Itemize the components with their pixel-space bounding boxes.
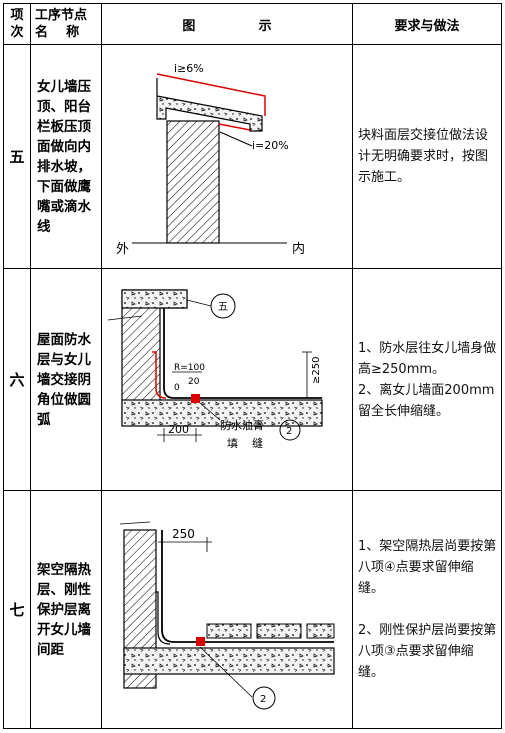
row-name: 屋面防水层与女儿墙交接阴角位做圆弧 xyxy=(30,268,102,491)
distance-label: 250 xyxy=(172,527,195,541)
callout-bottom-label: 2 xyxy=(260,694,266,705)
header-row: 项次 工序节点名 称 图 示 要求与做法 xyxy=(3,3,502,45)
row-index: 六 xyxy=(3,268,31,491)
process-table: 项次 工序节点名 称 图 示 要求与做法 五 女儿墙压顶、阳台栏板压顶面做向内排… xyxy=(3,3,502,729)
table-row: 六 屋面防水层与女儿墙交接阴角位做圆弧 R=100 20 0 ≥250 xyxy=(3,268,502,491)
sealant-joint xyxy=(191,393,200,403)
row-name: 架空隔热层、刚性保护层离开女儿墙间距 xyxy=(30,490,102,729)
table-row: 七 架空隔热层、刚性保护层离开女儿墙间距 250 2 xyxy=(3,490,502,729)
finish-line-bottom xyxy=(218,122,251,131)
membrane-line xyxy=(163,307,322,399)
requirement-text: 2、离女儿墙面200mm留全长伸缩缝。 xyxy=(358,382,495,419)
row-name: 女儿墙压顶、阳台栏板压顶面做向内排水坡，下面做鹰嘴或滴水线 xyxy=(30,44,102,269)
distance-label: 200 xyxy=(168,423,189,436)
waterproof-upturn xyxy=(152,350,167,399)
sealant-label-line2: 填 缝 xyxy=(227,436,263,450)
requirement-text: 1、防水层往女儿墙身做高≥250mm。 xyxy=(358,340,497,377)
wall-hatch xyxy=(166,119,220,244)
insulation-slab xyxy=(206,623,252,638)
callout-circle xyxy=(252,686,276,709)
header-figure: 图 示 xyxy=(101,3,353,45)
header-requirements: 要求与做法 xyxy=(352,3,502,45)
requirements-cell: 1、架空隔热层尚要按第八项④点要求留伸缩缝。 2、刚性保护层尚要按第八项③点要求… xyxy=(352,490,502,729)
insulation-slab xyxy=(256,623,302,638)
sealant-joint xyxy=(196,636,205,646)
requirement-text: 块料面层交接位做法设计无明确要求时，按图示施工。 xyxy=(358,128,489,185)
requirements-cell: 块料面层交接位做法设计无明确要求时，按图示施工。 xyxy=(352,44,502,269)
requirements-cell: 1、防水层往女儿墙身做高≥250mm。 2、离女儿墙面200mm留全长伸缩缝。 xyxy=(352,268,502,491)
figure-cell: R=100 20 0 ≥250 200 防水油膏 填 缝 五 2 xyxy=(101,268,353,491)
row-index: 七 xyxy=(3,490,31,729)
height-label: ≥250 xyxy=(311,356,322,383)
radius-label: R=100 xyxy=(174,363,205,373)
outside-label: 外 xyxy=(116,242,129,257)
header-name: 工序节点名 称 xyxy=(30,3,102,45)
requirement-text: 2、刚性保护层尚要按第八项③点要求留伸缩缝。 xyxy=(358,623,497,680)
figure-cell: i≥6% i=20% 外 内 xyxy=(101,44,353,269)
coping xyxy=(121,288,188,309)
roof-slab xyxy=(123,646,335,675)
callout-circle-bottom xyxy=(279,419,301,440)
row-index: 五 xyxy=(3,44,31,269)
sealant-label-line1: 防水油膏 xyxy=(220,418,264,432)
header-index: 项次 xyxy=(3,3,31,45)
table-row: 五 女儿墙压顶、阳台栏板压顶面做向内排水坡，下面做鹰嘴或滴水线 i≥6% i=2… xyxy=(3,44,502,269)
waterproof-corner-drawing: R=100 20 0 ≥250 200 防水油膏 填 缝 五 2 xyxy=(107,288,323,450)
dim-0-label: 0 xyxy=(174,383,180,393)
insulation-slab xyxy=(306,623,335,638)
finish-line-top xyxy=(156,72,266,116)
slope-top-label: i≥6% xyxy=(174,62,204,75)
coping-slab xyxy=(156,77,263,132)
requirement-text: 1、架空隔热层尚要按第八项④点要求留伸缩缝。 xyxy=(358,539,497,596)
parapet-coping-drawing: i≥6% i=20% 外 内 xyxy=(116,62,305,257)
inside-label: 内 xyxy=(292,241,305,257)
insulation-spacing-drawing: 250 2 xyxy=(119,521,335,709)
slope-bottom-label: i=20% xyxy=(252,139,289,152)
membrane-line xyxy=(161,529,334,643)
roof-slab xyxy=(121,398,323,427)
callout-top-label: 五 xyxy=(218,302,228,313)
dim-20-label: 20 xyxy=(188,377,200,387)
figure-cell: 250 2 xyxy=(101,490,353,729)
callout-bottom-label: 2 xyxy=(286,426,292,437)
